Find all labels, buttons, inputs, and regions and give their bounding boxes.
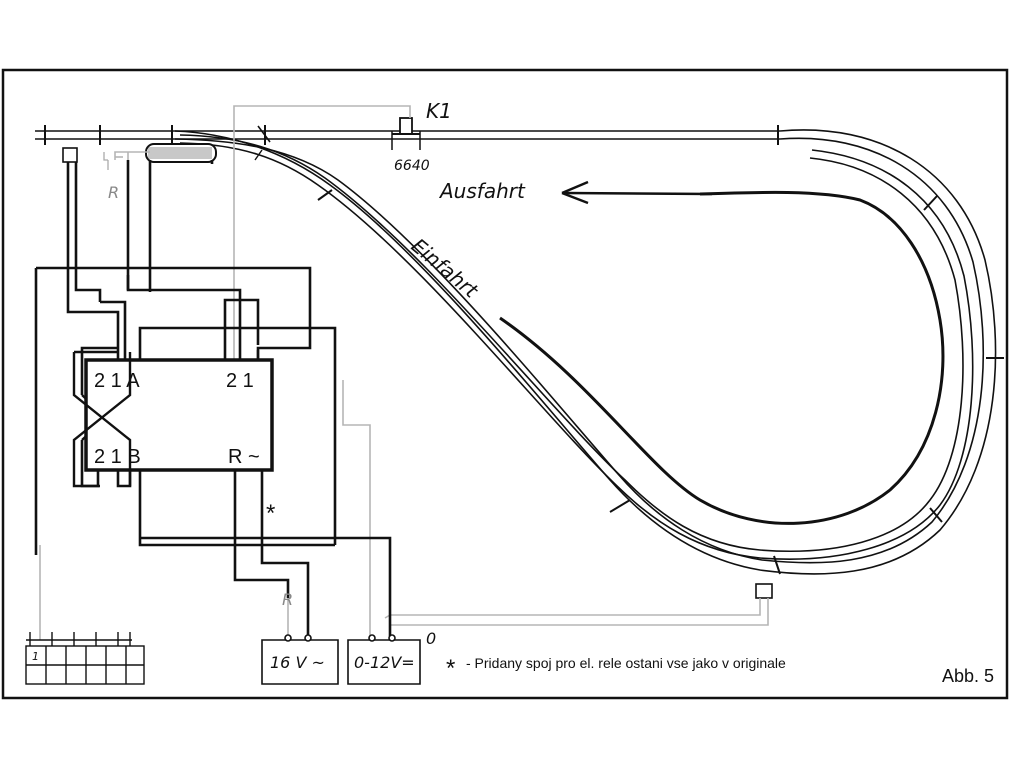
label-zero: 0 (426, 629, 436, 648)
exit-arrow (561, 180, 713, 205)
relay-cross (72, 350, 132, 488)
rail-joints (44, 125, 1004, 575)
relay-box (84, 358, 274, 472)
loop-track (174, 129, 997, 575)
label-asterisk: * (266, 500, 275, 527)
label-relay-a: 2 1 A (94, 370, 140, 392)
faint-wiring (39, 105, 769, 640)
label-relay-b: 2 1 B (94, 446, 141, 468)
transformer-16v (261, 634, 339, 685)
label-resistor-bottom: R (282, 590, 293, 609)
label-terminal-one: 1 (32, 650, 39, 663)
label-exit: Ausfahrt (438, 179, 526, 203)
label-relay-r: R ~ (228, 446, 260, 468)
note-text: - Pridany spoj pro el. rele ostani vse j… (466, 655, 786, 671)
transformer-0-12v (347, 634, 421, 685)
label-k1: K1 (426, 99, 452, 123)
figure-frame (1, 68, 1009, 700)
label-entry: Einfahrt (407, 233, 484, 303)
turnout-motor (145, 143, 217, 163)
track-connector-loop (755, 583, 773, 599)
label-contact-number: 6640 (394, 158, 430, 174)
label-transformer-ac: 16 V ~ (270, 653, 325, 672)
track-connector-left (62, 147, 78, 163)
label-relay-top-right: 2 1 (226, 370, 254, 392)
label-resistor-top: R (108, 183, 119, 202)
loop-feed-wire (499, 190, 945, 525)
contact-k1 (399, 117, 413, 135)
note-marker: * (446, 655, 455, 682)
inner-loop-track (179, 134, 974, 560)
label-transformer-dc: 0-12V= (354, 653, 415, 672)
switch-tick (254, 149, 263, 161)
isolation-joint (257, 125, 271, 143)
figure-number: Abb. 5 (942, 666, 994, 686)
terminal-strip (25, 632, 145, 685)
